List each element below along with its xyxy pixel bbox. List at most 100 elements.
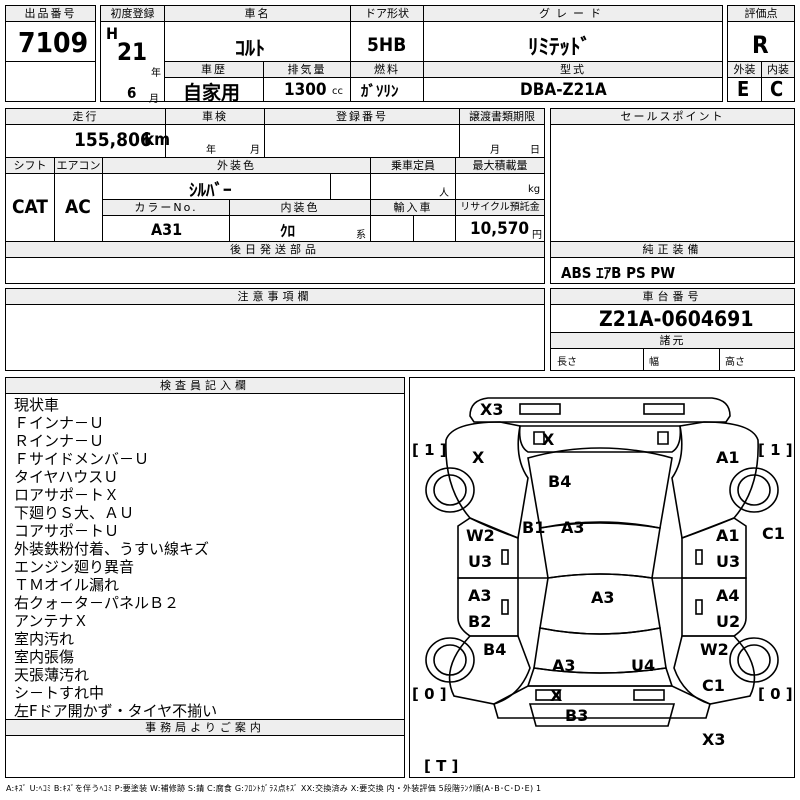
displacement-cell: 排気量 1300 cc — [263, 61, 351, 102]
tire-rl-tread: [ 0 ] — [412, 685, 447, 703]
history: 自家用 — [183, 82, 241, 104]
caution-cell: 注意事項欄 — [5, 288, 545, 371]
era-letter: H — [106, 24, 119, 43]
exterior-grade-cell: 外装 E — [727, 61, 762, 102]
mark-right-mirror: C1 — [762, 524, 785, 543]
score-label: 評価点 — [728, 6, 794, 22]
inspector-note: 左Fドア開かず・タイヤ不揃い — [14, 702, 218, 720]
mileage: 155,806 — [74, 129, 152, 151]
ac: AC — [65, 196, 91, 218]
mark-right-rear-door-1: A4 — [716, 586, 740, 605]
tire-spare-tread: [ T ] — [424, 757, 459, 775]
int-color-label: 内装色 — [230, 200, 370, 216]
mileage-unit: km — [144, 130, 171, 150]
equipment-cell: 純正装備 ABS ｴｱB PS PW — [550, 241, 795, 284]
office-label: 事務局よりご案内 — [6, 719, 404, 736]
mark-hatch: U4 — [631, 656, 656, 675]
inspector-note: ＴＭオイル漏れ — [14, 576, 120, 594]
mileage-label: 走行 — [6, 109, 165, 125]
mark-left-front-door-1: W2 — [466, 526, 495, 545]
inspector-note: 右クォ－タ－パネルＢ２ — [14, 594, 180, 612]
ext-color: ｼﾙﾊﾞｰ — [189, 181, 232, 201]
score: R — [752, 31, 769, 59]
mark-right-front-door-2: U3 — [716, 552, 741, 571]
grade-label: グレード — [424, 6, 722, 22]
max-load-cell: 最大積載量 kg — [455, 157, 545, 200]
lot-number-cell: 出品番号 7109 — [5, 5, 96, 62]
interior-label: 内装 — [762, 62, 794, 78]
width-label: 幅 — [649, 357, 659, 368]
mark-right-rear-door-2: U2 — [716, 612, 741, 631]
transfer-label: 譲渡書類期限 — [460, 109, 544, 125]
exterior-label: 外装 — [728, 62, 761, 78]
inspector-note: シ－トすれ中 — [14, 684, 105, 702]
max-load-label: 最大積載量 — [456, 158, 544, 174]
interior-grade: C — [770, 77, 784, 101]
mark-right-quarter-2: C1 — [702, 676, 725, 695]
recycle-unit: 円 — [532, 230, 542, 241]
ext-color-label: 外装色 — [103, 158, 370, 174]
mileage-cell: 走行 155,806 km — [5, 108, 170, 158]
recycle-label: リサイクル預託金 — [456, 200, 544, 216]
inspector-note: アンテナＸ — [14, 612, 89, 630]
shift-cell: シフト CAT — [5, 157, 55, 242]
fuel-label: 燃料 — [351, 62, 423, 78]
reg-no-label: 登録番号 — [265, 109, 459, 125]
mark-left-front-door-2: U3 — [468, 552, 493, 571]
specs-label: 諸元 — [551, 332, 794, 349]
equipment-label: 純正装備 — [551, 242, 794, 258]
tire-rr-tread: [ 0 ] — [758, 685, 793, 703]
import-label: 輸入車 — [371, 200, 455, 216]
shift-label: シフト — [6, 158, 54, 174]
height-label: 高さ — [725, 357, 745, 368]
door-type: 5HB — [367, 34, 407, 56]
chassis-number: Z21A-0604691 — [599, 307, 754, 331]
first-reg-label: 初度登録 — [101, 6, 164, 22]
inspector-notes-label: 検査員記入欄 — [6, 378, 404, 394]
grade: ﾘﾐﾃｯﾄﾞ — [528, 35, 591, 59]
inspector-note: 天張薄汚れ — [14, 666, 90, 684]
month-unit: 月 — [149, 94, 159, 105]
length-label: 長さ — [557, 357, 577, 368]
inspector-note: ロアサポ－トＸ — [14, 486, 120, 504]
ext-color-cell: 外装色 ｼﾙﾊﾞｰ — [102, 157, 371, 201]
inspector-note: 室内張傷 — [14, 648, 75, 666]
inspection-cell: 車検 年 月 — [165, 108, 265, 158]
year-unit: 年 — [151, 68, 161, 79]
capacity-cell: 乗車定員 人 — [370, 157, 456, 200]
chassis-cell: 車台番号 Z21A-0604691 諸元 長さ 幅 高さ — [550, 288, 795, 371]
displacement-unit: cc — [332, 86, 343, 97]
capacity-label: 乗車定員 — [371, 158, 455, 174]
mark-windshield: A3 — [561, 518, 585, 537]
mark-left-rear-door-1: A3 — [468, 586, 492, 605]
capacity-unit: 人 — [439, 188, 449, 199]
mark-rear-corner: X3 — [702, 730, 726, 749]
mark-hood: B4 — [548, 472, 572, 491]
int-color-cell: 内装色 ｸﾛ 系 — [229, 199, 371, 242]
model: DBA-Z21A — [520, 80, 607, 100]
inspector-note: Ｆインナ－Ｕ — [14, 414, 105, 432]
mark-right-front-fender: A1 — [716, 448, 740, 467]
sales-point-cell: セールスポイント — [550, 108, 795, 242]
int-color-unit: 系 — [356, 230, 366, 241]
inspection-label: 車検 — [166, 109, 264, 125]
import-cell: 輸入車 — [370, 199, 456, 242]
lot-blank-cell — [5, 61, 96, 102]
car-name-label: 車名 — [165, 6, 350, 22]
inspector-note: 現状車 — [14, 396, 60, 414]
color-no-cell: カラーNo. A31 — [102, 199, 230, 242]
caution-label: 注意事項欄 — [6, 289, 544, 305]
mark-left-front-fender: X — [472, 448, 485, 467]
mark-left-rear-door-2: B2 — [468, 612, 492, 631]
first-reg-cell: 初度登録 H 21 年 6 月 — [100, 5, 165, 105]
transfer-month-unit: 月 — [490, 145, 500, 156]
grade-cell: グレード ﾘﾐﾃｯﾄﾞ — [423, 5, 723, 62]
model-cell: 型式 DBA-Z21A — [423, 61, 723, 102]
recycle-cell: リサイクル預託金 10,570 円 — [455, 199, 545, 242]
mark-left-quarter: B4 — [483, 640, 507, 659]
history-cell: 車歴 自家用 — [164, 61, 264, 104]
max-load-unit: kg — [528, 184, 541, 195]
mark-front-bumper: X3 — [480, 400, 504, 419]
inspector-note: Ｆサイドメンバ－Ｕ — [14, 450, 150, 468]
